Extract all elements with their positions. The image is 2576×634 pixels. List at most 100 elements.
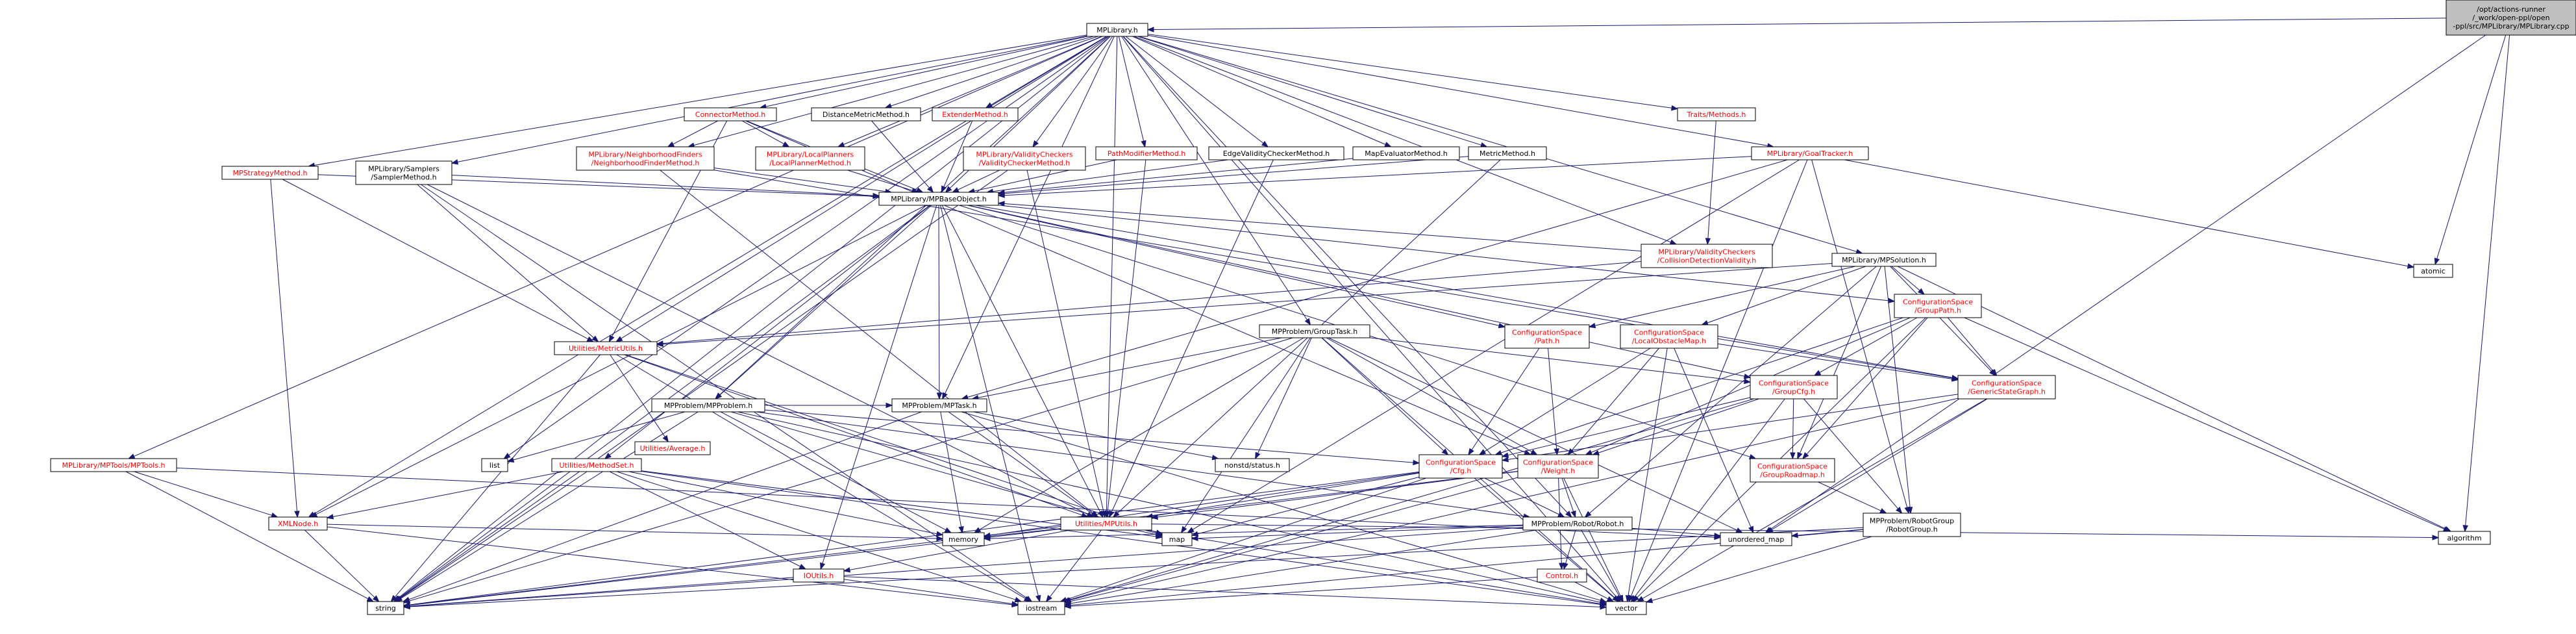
node-label: MapEvaluatorMethod.h: [1365, 149, 1448, 158]
node-label: MPProblem/RobotGroup: [1870, 517, 1954, 526]
node-label: /CollisionDetectionValidity.h: [1657, 257, 1757, 265]
edge-goaltracker-to-map: [1187, 159, 1800, 533]
edge-mplib-to-vcm: [1032, 36, 1113, 148]
node-traits[interactable]: Traits/Methods.h: [1677, 107, 1756, 121]
edge-grouptask-to-mptask: [971, 337, 1282, 401]
edge-mplib-to-mputils: [1104, 36, 1118, 518]
node-box: [755, 146, 865, 171]
node-box: [554, 341, 658, 355]
node-strategy[interactable]: MPStrategyMethod.h: [221, 166, 319, 180]
node-box: [963, 146, 1086, 171]
node-cfg[interactable]: ConfigurationSpace/Cfg.h: [1418, 454, 1503, 479]
node-box: [684, 107, 777, 121]
node-label: /Weight.h: [1541, 467, 1576, 476]
node-label: string: [375, 604, 396, 613]
edge-mputils-to-algorithm: [1151, 524, 2440, 540]
node-ioutils[interactable]: IOUtils.h: [793, 568, 845, 583]
edge-ioutils-to-string: [402, 577, 794, 609]
node-groupcfg[interactable]: ConfigurationSpace/GroupCfg.h: [1750, 375, 1838, 399]
edge-mptools-to-unordered_map: [176, 467, 1722, 540]
node-pathmod[interactable]: PathModifierMethod.h: [1095, 146, 1198, 160]
node-grouproadmap[interactable]: ConfigurationSpace/GroupRoadmap.h: [1750, 458, 1835, 483]
edge-methodset-to-ioutils: [609, 471, 807, 570]
node-genericgraph[interactable]: ConfigurationSpace/GenericStateGraph.h: [1957, 375, 2056, 399]
node-label: nonstd/status.h: [1224, 461, 1280, 470]
edge-cfg-to-iostream: [1059, 477, 1426, 602]
node-atomic: atomic: [2413, 264, 2453, 278]
node-algorithm: algorithm: [2438, 531, 2491, 545]
node-label: ConfigurationSpace: [1426, 459, 1496, 467]
node-label: EdgeValidityCheckerMethod.h: [1223, 149, 1330, 158]
node-label: DistanceMetricMethod.h: [823, 110, 910, 119]
node-unordered_map: unordered_map: [1720, 532, 1792, 546]
node-weight[interactable]: ConfigurationSpace/Weight.h: [1517, 454, 1599, 479]
edge-connector-to-nfinder: [667, 120, 718, 147]
edge-mpproblem-to-mptask: [764, 402, 893, 409]
node-lplanner[interactable]: MPLibrary/LocalPlanners/LocalPlannerMeth…: [755, 146, 865, 171]
node-box: [221, 166, 319, 180]
node-box: [1750, 458, 1835, 483]
node-robotgroup: MPProblem/RobotGroup/RobotGroup.h: [1863, 513, 1961, 537]
node-label: ConfigurationSpace: [1759, 379, 1829, 388]
edge-cdv-to-mpbase: [997, 201, 1642, 251]
node-mpproblem: MPProblem/MPProblem.h: [651, 398, 765, 412]
node-mplib: MPLibrary.h: [1086, 23, 1148, 37]
node-nfinder[interactable]: MPLibrary/NeighborhoodFinders/Neighborho…: [576, 146, 715, 171]
node-connector[interactable]: ConnectorMethod.h: [684, 107, 777, 121]
edge-mpbase-to-mptask: [936, 205, 943, 400]
node-memory: memory: [942, 532, 985, 546]
edge-grouptask-to-weight: [1326, 337, 1538, 455]
edge-mpbase-to-groupcfg: [968, 205, 1752, 379]
node-mptools[interactable]: MPLibrary/MPTools/MPTools.h: [50, 458, 177, 472]
node-localobs[interactable]: ConfigurationSpace/LocalObstacleMap.h: [1620, 324, 1718, 349]
edge-mptools-to-string: [125, 471, 375, 602]
node-label: /Path.h: [1535, 337, 1559, 346]
node-box: [1161, 532, 1193, 546]
edge-grouptask-to-memory: [973, 337, 1304, 533]
node-box: [1504, 324, 1590, 349]
edge-mpproblem-to-vector: [737, 411, 1607, 605]
edge-mptask-to-vector: [961, 411, 1607, 603]
node-extender[interactable]: ExtenderMethod.h: [932, 107, 1019, 121]
edge-cfg-to-map: [1191, 476, 1420, 537]
edge-robotgroup-to-vector: [1645, 536, 1872, 603]
node-box: [1086, 23, 1148, 37]
edge-grouptask-to-cfg: [1321, 337, 1449, 455]
edge-distmetric-to-mpbase: [871, 120, 934, 194]
edge-grouppath-to-genericgraph: [1947, 317, 1998, 377]
node-label: MPStrategyMethod.h: [233, 169, 308, 177]
edge-groupcfg-to-robotgroup: [1803, 398, 1903, 514]
edge-mplib-to-robot: [1122, 36, 1572, 518]
edge-goaltracker-to-mpbase: [997, 156, 1752, 198]
node-cdv[interactable]: MPLibrary/ValidityCheckers/CollisionDete…: [1641, 244, 1773, 268]
node-robot: MPProblem/Robot/Robot.h: [1522, 516, 1633, 531]
node-label: memory: [948, 535, 978, 544]
node-cspath[interactable]: ConfigurationSpace/Path.h: [1504, 324, 1590, 349]
edge-groupcfg-to-iostream: [1062, 398, 1754, 603]
node-label: iostream: [1026, 604, 1057, 613]
node-box: [1750, 375, 1838, 399]
node-list: list: [481, 458, 508, 472]
edge-grouptask-to-map: [1180, 337, 1311, 534]
node-mapeval: MapEvaluatorMethod.h: [1352, 146, 1460, 160]
node-xmlnode[interactable]: XMLNode.h: [268, 516, 328, 531]
edge-cfg-to-robot: [1484, 477, 1565, 518]
node-box: [651, 398, 765, 412]
node-goaltracker[interactable]: MPLibrary/GoalTracker.h: [1751, 146, 1869, 160]
node-box: [576, 146, 715, 171]
edge-genericgraph-to-unordered_map: [1766, 398, 1988, 533]
node-box: [1017, 601, 1065, 615]
edge-robot-to-iostream: [1063, 529, 1537, 607]
node-vcm[interactable]: MPLibrary/ValidityCheckers/ValidityCheck…: [963, 146, 1086, 171]
edge-mpsolution-to-robot: [1584, 266, 1877, 518]
node-average[interactable]: Utilities/Average.h: [634, 441, 711, 455]
node-control[interactable]: Control.h: [1537, 568, 1587, 583]
edge-methodset-to-xmlnode: [326, 471, 564, 520]
node-mputils[interactable]: Utilities/MPUtils.h: [1060, 516, 1152, 531]
node-box: [1894, 294, 1982, 318]
node-grouppath[interactable]: ConfigurationSpace/GroupPath.h: [1894, 294, 1982, 318]
node-methodset[interactable]: Utilities/MethodSet.h: [551, 458, 642, 472]
node-metricutils[interactable]: Utilities/MetricUtils.h: [554, 341, 658, 355]
node-label: IOUtils.h: [804, 572, 834, 580]
